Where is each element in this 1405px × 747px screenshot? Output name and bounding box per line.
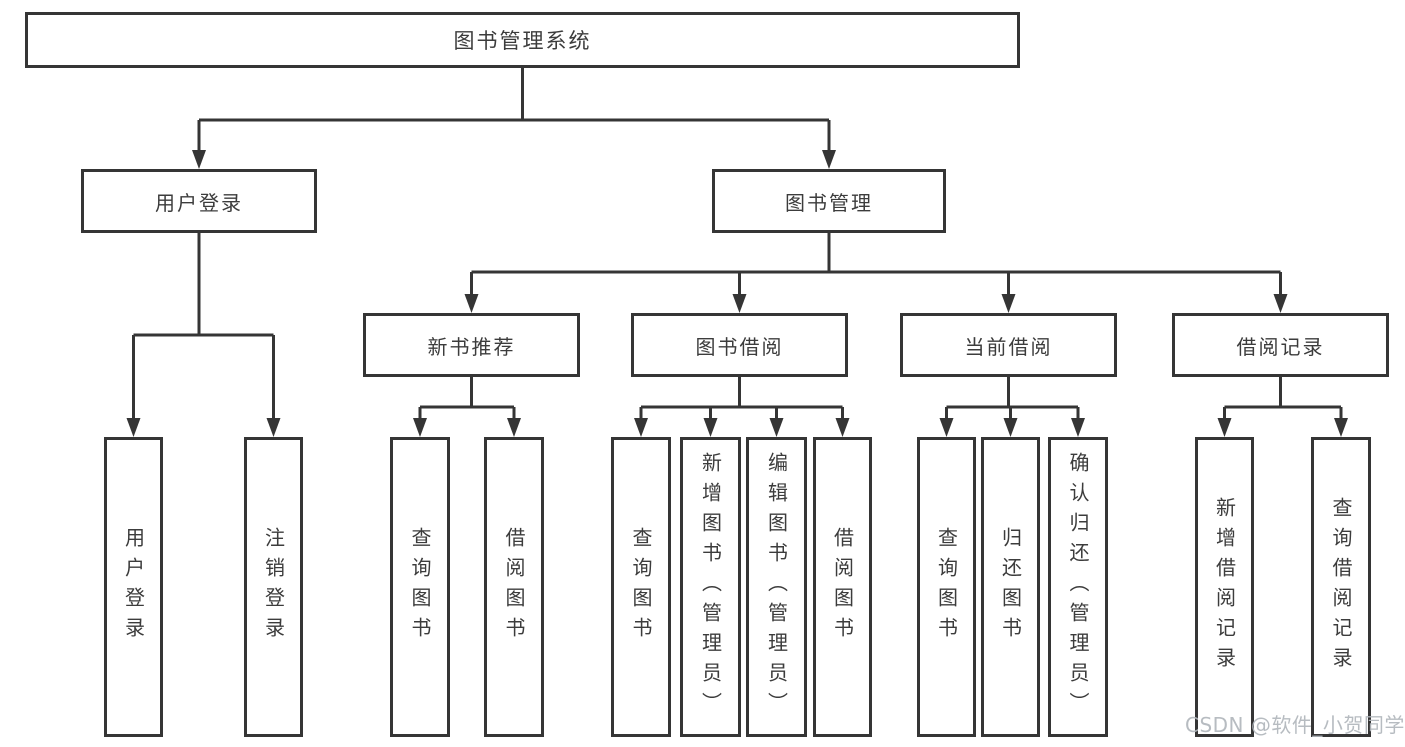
connector-lines: [132, 68, 1343, 420]
leaf-confirm-return-admin: 确认归还（管理员）: [1048, 437, 1108, 737]
arrow-down-icon: [732, 294, 747, 313]
connector-book-borrow: [639, 377, 844, 420]
node-label: 查询借阅记录: [1329, 497, 1353, 677]
arrow-down-icon: [1217, 418, 1232, 437]
node-label: 图书管理: [785, 190, 873, 215]
arrow-down-icon: [126, 418, 141, 437]
arrow-down-icon: [192, 150, 206, 169]
node-root-library-system: 图书管理系统: [25, 12, 1020, 68]
arrow-down-icon: [703, 418, 718, 437]
leaf-logout: 注销登录: [244, 437, 303, 737]
arrow-down-icon: [939, 418, 954, 437]
node-user-login: 用户登录: [81, 169, 317, 233]
node-label: 查询图书: [408, 527, 432, 647]
node-label: 新书推荐: [427, 334, 516, 359]
node-label: 借阅记录: [1236, 334, 1325, 359]
watermark: CSDN @软件_小贺同学: [1185, 713, 1405, 737]
arrow-down-icon: [464, 294, 479, 313]
arrow-down-icon: [1071, 418, 1085, 437]
leaf-return-books: 归还图书: [981, 437, 1040, 737]
leaf-query-books: 查询图书: [611, 437, 671, 737]
arrow-down-icon: [507, 418, 521, 437]
arrow-down-icon: [1003, 418, 1018, 437]
arrow-down-icon: [413, 418, 427, 437]
node-label: 查询图书: [629, 527, 653, 647]
node-book-borrow: 图书借阅: [631, 313, 848, 377]
leaf-query-books: 查询图书: [917, 437, 976, 737]
node-label: 新增图书（管理员）: [698, 452, 723, 722]
connector-borrow-records: [1223, 377, 1343, 420]
node-label: 注销登录: [261, 527, 286, 647]
arrow-down-icon: [634, 418, 648, 437]
node-book-management: 图书管理: [712, 169, 946, 233]
node-current-borrow: 当前借阅: [900, 313, 1117, 377]
arrowhead-icons: [126, 150, 1348, 437]
node-label: 查询图书: [934, 527, 959, 647]
node-label: 图书管理系统: [453, 29, 592, 53]
node-label: 图书借阅: [695, 334, 784, 359]
leaf-add-books-admin: 新增图书（管理员）: [680, 437, 741, 737]
arrow-down-icon: [835, 418, 850, 437]
node-label: 用户登录: [121, 527, 146, 647]
arrow-down-icon: [266, 418, 281, 437]
connector-current-borrow: [945, 377, 1080, 420]
arrow-down-icon: [769, 418, 784, 437]
node-label: 确认归还（管理员）: [1066, 452, 1090, 722]
arrow-down-icon: [822, 150, 836, 169]
leaf-add-borrow-record: 新增借阅记录: [1195, 437, 1254, 737]
node-label: 编辑图书（管理员）: [764, 452, 789, 722]
leaf-user-login: 用户登录: [104, 437, 163, 737]
arrow-down-icon: [1001, 294, 1016, 313]
connector-user-login: [132, 233, 275, 420]
arrow-down-icon: [1273, 294, 1288, 313]
leaf-borrow-books: 借阅图书: [484, 437, 544, 737]
node-label: 当前借阅: [964, 334, 1053, 359]
node-label: 借阅图书: [830, 527, 855, 647]
connector-root: [197, 68, 831, 152]
node-label: 新增借阅记录: [1212, 497, 1237, 677]
connector-new-book: [418, 377, 516, 420]
node-label: 归还图书: [998, 527, 1023, 647]
leaf-query-borrow-record: 查询借阅记录: [1311, 437, 1371, 737]
node-borrow-records: 借阅记录: [1172, 313, 1389, 377]
node-new-book-recommend: 新书推荐: [363, 313, 580, 377]
leaf-query-books: 查询图书: [390, 437, 450, 737]
node-label: 借阅图书: [502, 527, 526, 647]
connector-book-management: [470, 232, 1282, 296]
leaf-borrow-books: 借阅图书: [813, 437, 872, 737]
leaf-edit-books-admin: 编辑图书（管理员）: [746, 437, 807, 737]
arrow-down-icon: [1334, 418, 1348, 437]
node-label: 用户登录: [155, 190, 243, 215]
